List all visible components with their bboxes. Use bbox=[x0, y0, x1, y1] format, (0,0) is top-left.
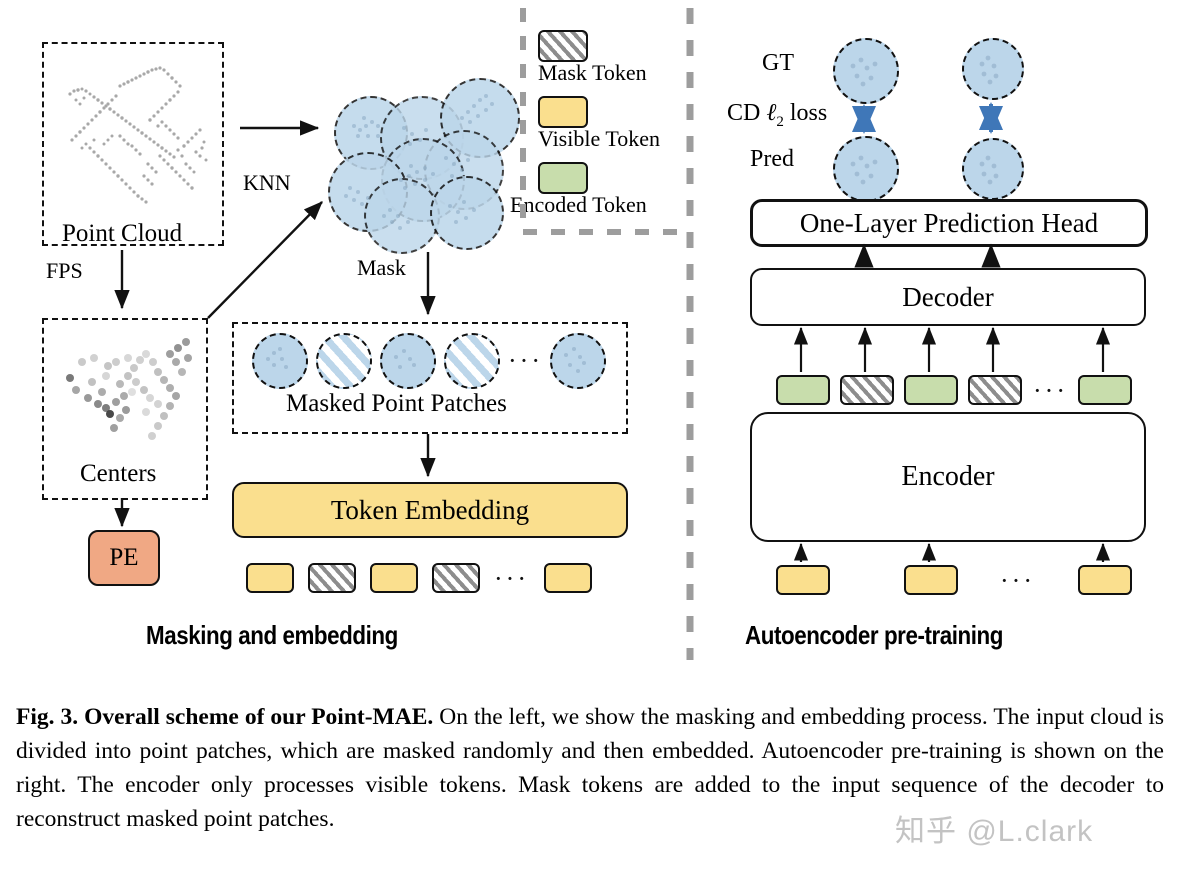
gt-patch-circle bbox=[833, 38, 899, 104]
cd-loss-label: CD ℓ2 loss bbox=[727, 100, 827, 131]
knn-patch-circle bbox=[364, 178, 440, 254]
cd-loss-symbol: ℓ bbox=[766, 100, 777, 126]
decoder-box: Decoder bbox=[750, 268, 1146, 326]
patch-ellipsis: ··· bbox=[508, 346, 543, 375]
patch-circle-masked bbox=[444, 333, 500, 389]
token-ellipsis: ··· bbox=[494, 564, 529, 593]
encoder-token-ellipsis: ··· bbox=[1000, 566, 1035, 595]
token-visible bbox=[776, 565, 830, 595]
token-visible bbox=[904, 565, 958, 595]
token-embedding-box: Token Embedding bbox=[232, 482, 628, 538]
prediction-head-box: One-Layer Prediction Head bbox=[750, 199, 1148, 247]
cd-loss-subscript: 2 bbox=[776, 113, 784, 130]
decoder-label: Decoder bbox=[902, 281, 994, 312]
left-panel-title: Masking and embedding bbox=[146, 620, 398, 650]
mask-label: Mask bbox=[357, 255, 406, 280]
centers-scatter bbox=[66, 338, 192, 440]
patch-point-texture bbox=[266, 55, 999, 373]
token-visible bbox=[246, 563, 294, 593]
pred-label: Pred bbox=[750, 146, 794, 172]
figure-canvas: Point Cloud Centers PE FPS KNN Mask ··· … bbox=[42, 8, 1148, 660]
encoder-box: Encoder bbox=[750, 412, 1146, 542]
token-encoded bbox=[1078, 375, 1132, 405]
point-cloud-box bbox=[42, 42, 224, 246]
point-cloud-scatter bbox=[68, 66, 208, 204]
token-visible bbox=[370, 563, 418, 593]
token-embedding-label: Token Embedding bbox=[330, 494, 530, 525]
prediction-head-label: One-Layer Prediction Head bbox=[799, 207, 1099, 238]
patch-circle-points bbox=[380, 333, 436, 389]
pe-label: PE bbox=[109, 544, 139, 571]
legend-swatch-mask-token bbox=[538, 30, 588, 62]
right-panel-title: Autoencoder pre-training bbox=[745, 620, 1004, 650]
decoder-token-ellipsis: ··· bbox=[1033, 376, 1068, 405]
token-mask bbox=[968, 375, 1022, 405]
knn-patch-circle bbox=[430, 176, 504, 250]
knn-label: KNN bbox=[243, 170, 291, 195]
token-visible bbox=[1078, 565, 1132, 595]
gt-label: GT bbox=[762, 50, 794, 76]
token-mask bbox=[308, 563, 356, 593]
pe-box: PE bbox=[88, 530, 160, 586]
encoder-label: Encoder bbox=[901, 461, 995, 492]
caption-lead: Fig. 3. Overall scheme of our Point-MAE. bbox=[16, 704, 434, 730]
centers-label: Centers bbox=[80, 460, 157, 487]
caption-body: On the left, we show the masking and emb… bbox=[16, 704, 1164, 832]
figure-caption: Fig. 3. Overall scheme of our Point-MAE.… bbox=[16, 700, 1164, 836]
point-cloud-label: Point Cloud bbox=[62, 220, 183, 247]
patch-circle-masked bbox=[316, 333, 372, 389]
token-encoded bbox=[904, 375, 958, 405]
masked-point-patches-label: Masked Point Patches bbox=[286, 390, 507, 417]
centers-box bbox=[42, 318, 208, 500]
legend-label-visible-token: Visible Token bbox=[538, 126, 660, 151]
cd-loss-prefix: CD bbox=[727, 100, 761, 126]
masked-point-patches-box bbox=[232, 322, 628, 434]
legend-label-encoded-token: Encoded Token bbox=[510, 192, 647, 217]
arrow-centers-to-patches bbox=[207, 201, 323, 319]
fps-label: FPS bbox=[46, 258, 83, 283]
legend-swatch-visible-token bbox=[538, 96, 588, 128]
patch-circle-points bbox=[252, 333, 308, 389]
cd-loss-suffix: loss bbox=[789, 100, 828, 126]
legend-swatch-encoded-token bbox=[538, 162, 588, 194]
token-encoded bbox=[776, 375, 830, 405]
legend-label-mask-token: Mask Token bbox=[538, 60, 647, 85]
patch-circle-points bbox=[550, 333, 606, 389]
token-mask bbox=[840, 375, 894, 405]
token-visible bbox=[544, 563, 592, 593]
gt-patch-circle bbox=[962, 38, 1024, 100]
token-mask bbox=[432, 563, 480, 593]
figure-vector-overlay bbox=[66, 8, 1111, 660]
